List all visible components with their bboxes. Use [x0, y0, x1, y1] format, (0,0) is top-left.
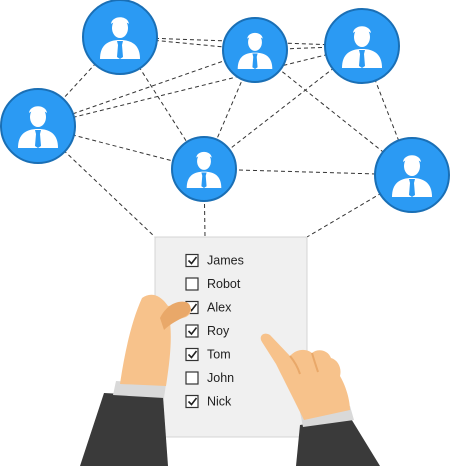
- checklist-item-name: James: [207, 254, 244, 268]
- checkbox[interactable]: [185, 324, 199, 338]
- checklist-item-name: Alex: [207, 301, 232, 315]
- checkbox[interactable]: [185, 253, 199, 268]
- connection-line: [306, 174, 413, 238]
- person-node: [222, 17, 288, 83]
- checklist-item[interactable]: James: [185, 253, 244, 268]
- person-node: [82, 0, 158, 75]
- checklist-item-name: Roy: [207, 324, 230, 338]
- checklist-item[interactable]: Tom: [185, 347, 231, 362]
- person-node: [374, 137, 450, 213]
- person-icon: [100, 17, 140, 59]
- right-palm: [260, 333, 350, 420]
- connection-line: [203, 168, 206, 238]
- checkbox[interactable]: [185, 371, 199, 385]
- person-node: [324, 8, 400, 84]
- checkbox[interactable]: [185, 394, 199, 409]
- checkbox[interactable]: [185, 347, 199, 362]
- right-sleeve: [296, 417, 380, 466]
- checklist-item[interactable]: Roy: [185, 324, 230, 338]
- checklist-item-name: Tom: [207, 348, 231, 362]
- connection-line: [203, 45, 363, 170]
- person-icon: [342, 26, 382, 68]
- left-thumb: [160, 301, 191, 330]
- left-sleeve: [80, 393, 168, 466]
- left-hand-illustration: [80, 294, 192, 466]
- checklist-item[interactable]: Alex: [185, 301, 232, 315]
- checklist-item[interactable]: John: [185, 371, 234, 385]
- checklist-item[interactable]: Robot: [185, 277, 241, 291]
- person-icon: [392, 155, 432, 197]
- checkmark-icon: [187, 350, 198, 359]
- checkmark-icon: [187, 397, 198, 406]
- person-icon: [18, 106, 58, 148]
- checkmark-icon: [187, 256, 198, 265]
- checklist-item-name: John: [207, 371, 234, 385]
- connection-line: [37, 125, 156, 238]
- connection-line: [254, 49, 413, 176]
- person-icon: [237, 32, 273, 70]
- checkbox[interactable]: [185, 277, 199, 291]
- connection-line: [37, 49, 256, 127]
- connection-line: [37, 45, 363, 127]
- person-icon: [186, 151, 222, 189]
- checklist-item[interactable]: Nick: [185, 394, 232, 409]
- person-node: [0, 88, 76, 164]
- right-hand-illustration: [260, 333, 380, 466]
- connection-line: [119, 36, 205, 170]
- network-nodes: [0, 0, 450, 213]
- checklist-item-name: Nick: [207, 395, 232, 409]
- checkmark-icon: [187, 327, 198, 336]
- right-finger-detail: [289, 352, 319, 375]
- person-node: [171, 136, 237, 202]
- checklist-item-name: Robot: [207, 277, 241, 291]
